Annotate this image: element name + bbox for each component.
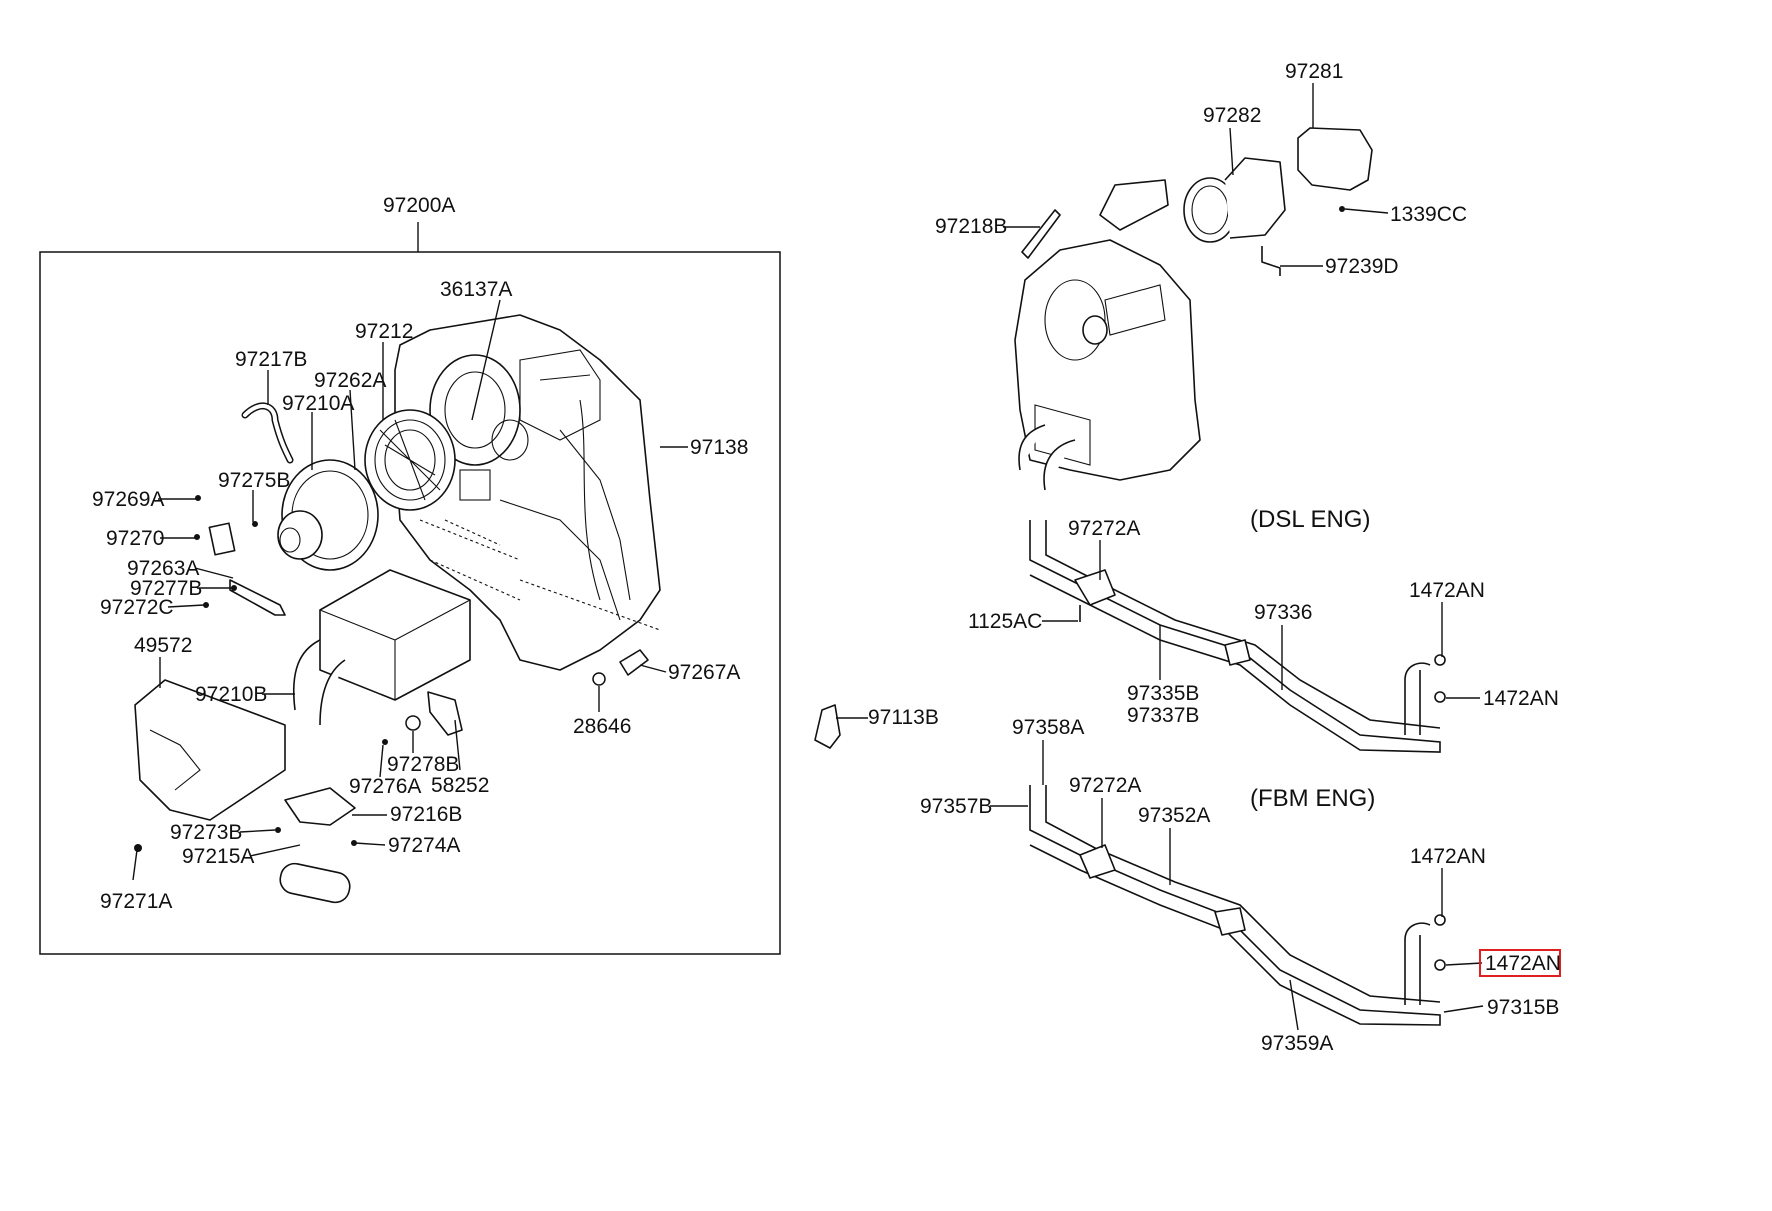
- label-97282[interactable]: 97282: [1203, 104, 1261, 127]
- engine-note-dsl: (DSL ENG): [1250, 506, 1370, 533]
- label-97335B[interactable]: 97335B: [1127, 682, 1199, 705]
- label-97218B[interactable]: 97218B: [935, 215, 1007, 238]
- label-97274A[interactable]: 97274A: [388, 834, 460, 857]
- intake-duct: [1183, 157, 1286, 243]
- label-97276A[interactable]: 97276A: [349, 775, 421, 798]
- bracket-97113B: [814, 704, 841, 749]
- screws-left: [134, 495, 606, 852]
- label-1472AN-dsl-right[interactable]: 1472AN: [1483, 687, 1559, 710]
- hvac-case-rear: [1014, 239, 1201, 491]
- selected-part-highlight: [1479, 949, 1561, 977]
- label-97217B[interactable]: 97217B: [235, 348, 307, 371]
- label-97336[interactable]: 97336: [1254, 601, 1312, 624]
- leader-lines: [132, 83, 1484, 1031]
- blower-resistor: [208, 522, 236, 556]
- label-97216B[interactable]: 97216B: [390, 803, 462, 826]
- bracket-97218B: [1021, 209, 1061, 259]
- label-97315B[interactable]: 97315B: [1487, 996, 1559, 1019]
- label-97215A[interactable]: 97215A: [182, 845, 254, 868]
- dsl-heater-pipes: [1029, 520, 1446, 753]
- label-1125AC[interactable]: 1125AC: [968, 610, 1042, 633]
- temperature-sensor: [619, 649, 649, 676]
- label-97272A-dsl[interactable]: 97272A: [1068, 517, 1140, 540]
- label-1472AN-fbm-top[interactable]: 1472AN: [1410, 845, 1486, 868]
- label-97337B[interactable]: 97337B: [1127, 704, 1199, 727]
- seal-plate: [279, 862, 351, 904]
- label-58252[interactable]: 58252: [431, 774, 489, 797]
- filter-box: [1297, 127, 1373, 191]
- label-97200A[interactable]: 97200A: [383, 194, 455, 217]
- label-97210B[interactable]: 97210B: [195, 683, 267, 706]
- label-28646[interactable]: 28646: [573, 715, 631, 738]
- fbm-heater-pipes: [1029, 785, 1446, 1026]
- label-97278B[interactable]: 97278B: [387, 753, 459, 776]
- heater-bracket: [427, 691, 463, 736]
- part-labels: 97200A 36137A 97212 97217B 97262A 97210A…: [92, 60, 1561, 1055]
- blower-motor: [277, 459, 379, 571]
- label-97273B[interactable]: 97273B: [170, 821, 242, 844]
- label-97262A[interactable]: 97262A: [314, 369, 386, 392]
- label-49572[interactable]: 49572: [134, 634, 192, 657]
- mounting-bracket: [134, 679, 286, 821]
- label-97357B[interactable]: 97357B: [920, 795, 992, 818]
- label-97239D[interactable]: 97239D: [1325, 255, 1399, 278]
- label-97210A[interactable]: 97210A: [282, 392, 354, 415]
- actuator-arm: [229, 579, 286, 616]
- duct-adapter: [1099, 179, 1169, 231]
- label-97272A-fbm[interactable]: 97272A: [1069, 774, 1141, 797]
- label-97263A[interactable]: 97263A: [127, 557, 199, 580]
- label-97281[interactable]: 97281: [1285, 60, 1343, 83]
- label-97352A[interactable]: 97352A: [1138, 804, 1210, 827]
- drain-hose: [1261, 246, 1281, 276]
- heater-unit-assembly-frame: [39, 251, 781, 955]
- label-97272C[interactable]: 97272C: [100, 596, 174, 619]
- label-97267A[interactable]: 97267A: [668, 661, 740, 684]
- label-1472AN-fbm-selected[interactable]: 1472AN: [1485, 952, 1561, 975]
- label-1472AN-dsl-top[interactable]: 1472AN: [1409, 579, 1485, 602]
- engine-note-fbm: (FBM ENG): [1250, 785, 1375, 812]
- blower-fan: [364, 409, 456, 511]
- label-1339CC[interactable]: 1339CC: [1390, 203, 1467, 226]
- label-36137A[interactable]: 36137A: [440, 278, 512, 301]
- label-97113B[interactable]: 97113B: [868, 706, 939, 729]
- label-97358A[interactable]: 97358A: [1012, 716, 1084, 739]
- heater-core: [292, 569, 471, 726]
- screw-1339CC: [1339, 206, 1345, 212]
- label-97212[interactable]: 97212: [355, 320, 413, 343]
- label-97359A[interactable]: 97359A: [1261, 1032, 1333, 1055]
- label-97269A[interactable]: 97269A: [92, 488, 164, 511]
- label-97271A[interactable]: 97271A: [100, 890, 172, 913]
- pipe-clamp: [284, 787, 356, 826]
- label-97138[interactable]: 97138: [690, 436, 748, 459]
- label-97275B[interactable]: 97275B: [218, 469, 290, 492]
- label-97270[interactable]: 97270: [106, 527, 164, 550]
- label-97277B[interactable]: 97277B: [130, 577, 202, 600]
